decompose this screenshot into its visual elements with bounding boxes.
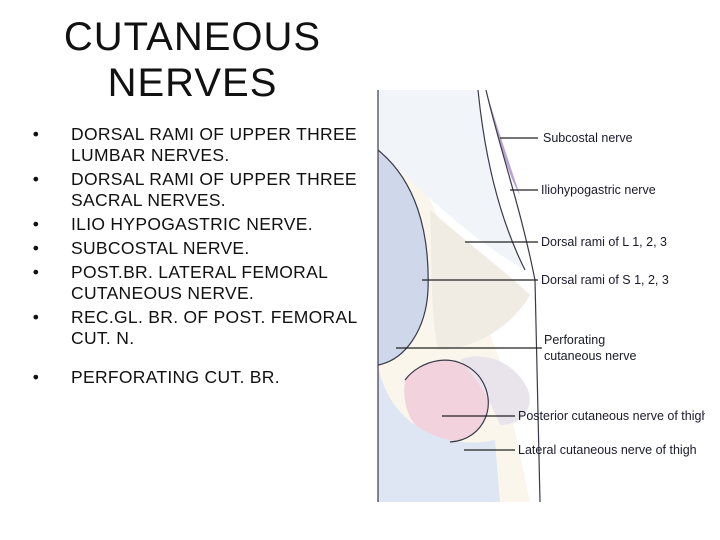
bullet-text: REC.GL. BR. OF POST. FEMORAL CUT. N.: [71, 307, 357, 348]
slide-title: CUTANEOUS NERVES: [20, 14, 365, 106]
bullet-item: • DORSAL RAMI OF UPPER THREE LUMBAR NERVE…: [26, 124, 366, 166]
bullet-list: • DORSAL RAMI OF UPPER THREE LUMBAR NERVE…: [26, 124, 366, 391]
bullet-marker: •: [32, 214, 40, 234]
bullet-text: ILIO HYPOGASTRIC NERVE.: [71, 214, 313, 234]
label-dorsal-sacral: Dorsal rami of S 1, 2, 3: [541, 273, 669, 287]
bullet-item: • POST.BR. LATERAL FEMORAL CUTANEOUS NERV…: [26, 262, 366, 304]
flank-outline: [485, 89, 541, 502]
bullet-text: SUBCOSTAL NERVE.: [71, 238, 250, 258]
bullet-marker: •: [32, 169, 40, 189]
bullet-marker: •: [32, 124, 40, 144]
label-dorsal-lumbar: Dorsal rami of L 1, 2, 3: [541, 235, 667, 249]
bullet-item: • DORSAL RAMI OF UPPER THREE SACRAL NERVE…: [26, 169, 366, 211]
slide-title-line: NERVES: [107, 61, 278, 105]
posterior-cutaneous-region: [404, 360, 489, 442]
bullet-item: • ILIO HYPOGASTRIC NERVE.: [26, 214, 366, 235]
slide-title-line: CUTANEOUS: [63, 15, 322, 59]
leader-lines: [396, 137, 542, 451]
bullet-text: PERFORATING CUT. BR.: [71, 367, 280, 387]
bullet-item: • SUBCOSTAL NERVE.: [26, 238, 366, 259]
bullet-text: DORSAL RAMI OF UPPER THREE LUMBAR NERVES…: [71, 124, 357, 165]
dorsal-lumbar-region: [378, 90, 525, 270]
bullet-item: • REC.GL. BR. OF POST. FEMORAL CUT. N.: [26, 307, 366, 349]
bullet-marker: •: [32, 238, 40, 258]
label-posterior: Posterior cutaneous nerve of thigh: [518, 409, 705, 423]
bullet-marker: •: [32, 307, 40, 327]
cutaneous-nerve-diagram: Subcostal nerve Iliohypogastric nerve Do…: [370, 30, 705, 502]
bullet-text: POST.BR. LATERAL FEMORAL CUTANEOUS NERVE…: [71, 262, 328, 303]
bullet-text: DORSAL RAMI OF UPPER THREE SACRAL NERVES…: [71, 169, 357, 210]
label-subcostal: Subcostal nerve: [543, 131, 633, 145]
gluteal-outline: [377, 149, 429, 366]
fold-outline: [404, 359, 489, 443]
iliac-crest-outline: [477, 89, 526, 271]
figure-outlines: [377, 89, 541, 502]
bullet-marker: •: [32, 262, 40, 282]
bullet-item: • PERFORATING CUT. BR.: [26, 367, 366, 388]
label-iliohypogastric: Iliohypogastric nerve: [541, 183, 656, 197]
thigh-blue-region: [378, 365, 500, 502]
perforating-region: [460, 356, 530, 425]
label-perforating-line2: cutaneous nerve: [544, 349, 636, 363]
label-perforating-line1: Perforating: [544, 333, 605, 347]
bullet-marker: •: [32, 367, 40, 387]
anatomy-figure: Subcostal nerve Iliohypogastric nerve Do…: [360, 30, 705, 502]
label-lateral: Lateral cutaneous nerve of thigh: [518, 443, 697, 457]
